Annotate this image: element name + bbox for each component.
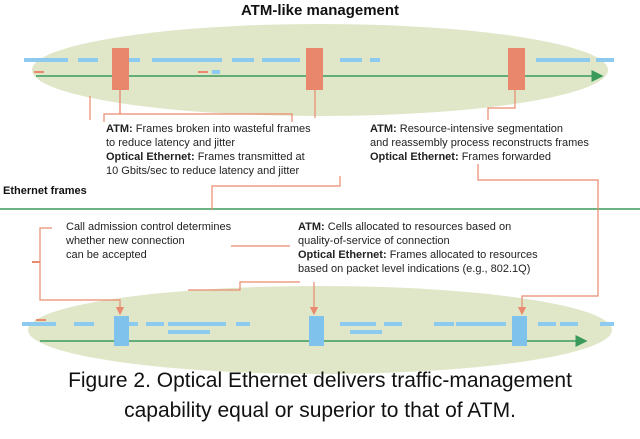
atm-text: Cells allocated to resources based on <box>327 221 512 233</box>
ethernet-frames-label: Ethernet frames <box>3 185 87 197</box>
atm-text: Frames broken into wasteful frames <box>135 123 311 135</box>
diagram-title: ATM-like management <box>240 2 400 19</box>
call-admission-line-1: Call admission control determines <box>66 221 232 233</box>
call-admission-line-2: whether new connection <box>66 235 185 247</box>
oe-label: Optical Ethernet: <box>106 151 195 163</box>
atm-label: ATM: <box>106 123 133 135</box>
annotation-cells-allocated: ATM: Cells allocated to resources based … <box>298 220 538 276</box>
atm-text: Resource-intensive segmentation <box>399 123 564 135</box>
annotation-call-admission: Call admission control determines whethe… <box>66 220 232 262</box>
figure-caption: Figure 2. Optical Ethernet delivers traf… <box>0 366 640 426</box>
ethernet-frame-box <box>114 316 129 346</box>
atm-text-2: quality-of-service of connection <box>298 235 450 247</box>
atm-cell-box <box>112 48 129 90</box>
connector-cells-lower <box>188 281 300 291</box>
oe-label: Optical Ethernet: <box>298 249 387 261</box>
oe-text: Frames transmitted at <box>197 151 305 163</box>
connector-segmentation <box>487 90 516 120</box>
connector-oe-frames <box>211 176 341 210</box>
oe-label: Optical Ethernet: <box>370 151 459 163</box>
connector-forwarded <box>477 158 599 316</box>
atm-text-2: to reduce latency and jitter <box>106 137 236 149</box>
caption-line-2: capability equal or superior to that of … <box>124 399 516 422</box>
oe-text: Frames forwarded <box>461 151 551 163</box>
ethernet-frame-box <box>309 316 324 346</box>
atm-label: ATM: <box>298 221 325 233</box>
atm-cell-box <box>508 48 525 90</box>
annotation-segmentation: ATM: Resource-intensive segmentation and… <box>370 122 589 164</box>
connector-call-admission <box>39 227 125 316</box>
atm-text-2: and reassembly process reconstructs fram… <box>370 137 589 149</box>
atm-cell-box <box>306 48 323 90</box>
atm-label: ATM: <box>370 123 397 135</box>
oe-text-2: based on packet level indications (e.g.,… <box>298 263 531 275</box>
connector-frames-broken-2 <box>119 90 293 122</box>
ethernet-frame-box <box>512 316 527 346</box>
oe-text: Frames allocated to resources <box>389 249 538 261</box>
oe-text-2: 10 Gbits/sec to reduce latency and jitte… <box>106 165 300 177</box>
annotation-frames-broken: ATM: Frames broken into wasteful frames … <box>106 122 311 178</box>
caption-line-1: Figure 2. Optical Ethernet delivers traf… <box>68 369 572 392</box>
call-admission-line-3: can be accepted <box>66 249 147 261</box>
